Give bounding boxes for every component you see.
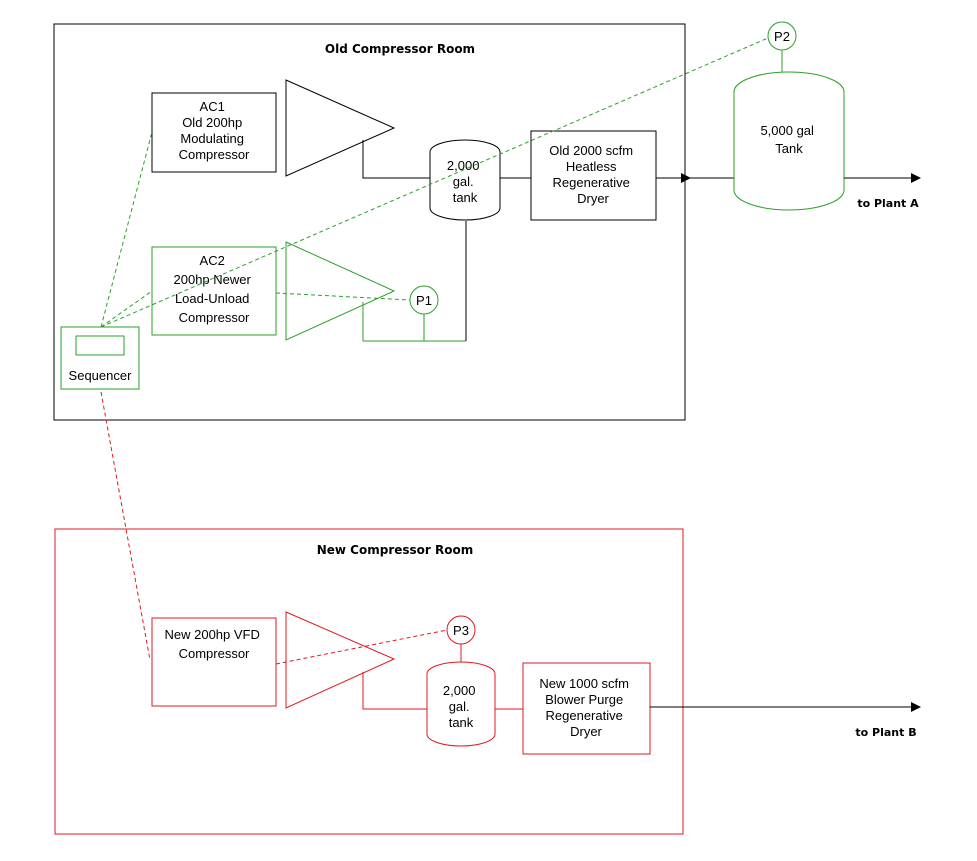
p3-label: P3: [453, 623, 469, 638]
new-compressor-symbol: [285, 611, 396, 709]
ac1-compressor-symbol: [285, 79, 396, 177]
signal-sequencer-to-ac2: [100, 290, 153, 328]
signal-sequencer-to-new-compressor: [100, 391, 151, 661]
main-receiver-tank[interactable]: 5,000 gal Tank: [733, 71, 845, 211]
ac2-compressor[interactable]: AC2 200hp Newer Load-Unload Compressor: [151, 241, 396, 341]
p3-pressure-transducer[interactable]: P3: [446, 615, 476, 645]
old-tank-label: 2,000 gal. tank: [447, 158, 483, 205]
ac1-discharge-pipe: [362, 140, 430, 179]
ac1-box: [151, 92, 277, 173]
new-compressor-room-title: New Compressor Room: [317, 543, 474, 557]
signal-sequencer-to-ac1: [100, 131, 153, 328]
signal-sequencer-to-p2: [100, 37, 769, 328]
p2-circle: [767, 21, 797, 51]
old-compressor-room-title: Old Compressor Room: [325, 42, 475, 56]
p1-label: P1: [416, 293, 432, 308]
sequencer-display: [75, 335, 125, 356]
new-tank-shape: [426, 661, 496, 747]
ac2-discharge-pipe: [362, 302, 466, 342]
ac1-compressor[interactable]: AC1 Old 200hp Modulating Compressor: [151, 79, 396, 177]
new-dryer-label: New 1000 scfm Blower Purge Regenerative …: [539, 676, 632, 739]
new-compressor-discharge-pipe: [362, 672, 427, 710]
p1-pressure-transducer[interactable]: P1: [409, 285, 439, 315]
sequencer[interactable]: Sequencer: [60, 326, 140, 390]
new-dryer-box: [522, 662, 651, 755]
ac2-compressor-symbol: [285, 241, 396, 341]
new-compressor-box: [151, 617, 277, 707]
new-compressor-room-boundary: [54, 528, 684, 835]
signal-new-compressor-to-p3: [275, 629, 448, 665]
main-tank-shape: [733, 71, 845, 211]
plant-b-label: to Plant B: [855, 726, 916, 739]
p2-pressure-transducer[interactable]: P2: [767, 21, 797, 51]
old-dryer[interactable]: Old 2000 scfm Heatless Regenerative Drye…: [530, 130, 657, 221]
old-room-receiver-tank[interactable]: 2,000 gal. tank: [429, 139, 501, 221]
p2-label: P2: [774, 29, 790, 44]
ac2-box: [151, 246, 277, 336]
new-tank-label: 2,000 gal. tank: [443, 683, 479, 730]
ac1-label: AC1 Old 200hp Modulating Compressor: [179, 99, 250, 162]
p3-circle: [446, 615, 476, 645]
old-dryer-box: [530, 130, 657, 221]
sequencer-label: Sequencer: [69, 368, 133, 383]
ac2-label: AC2 200hp Newer Load-Unload Compressor: [174, 253, 255, 325]
new-dryer[interactable]: New 1000 scfm Blower Purge Regenerative …: [522, 662, 651, 755]
signal-ac2-to-p1: [275, 292, 411, 301]
new-vfd-compressor[interactable]: New 200hp VFD Compressor: [151, 611, 396, 709]
old-dryer-label: Old 2000 scfm Heatless Regenerative Drye…: [549, 143, 636, 206]
main-tank-label: 5,000 gal Tank: [760, 123, 817, 156]
old-tank-shape: [429, 139, 501, 221]
new-compressor-label: New 200hp VFD Compressor: [164, 627, 263, 661]
plant-a-label: to Plant A: [857, 197, 919, 210]
old-compressor-room-boundary: [53, 23, 686, 421]
new-room-receiver-tank[interactable]: 2,000 gal. tank: [426, 661, 496, 747]
